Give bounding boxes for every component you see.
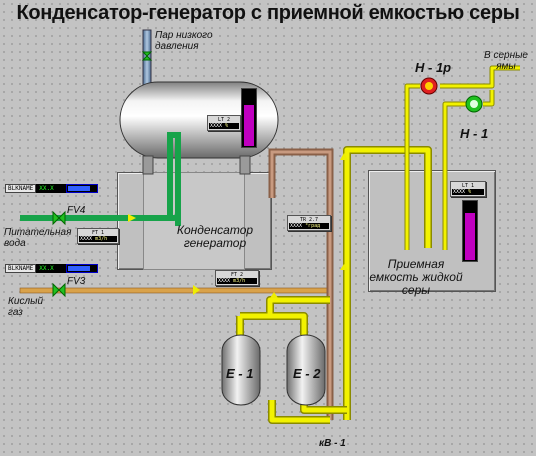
ft2-readout[interactable]: FT 2 XXXX m3/h: [215, 270, 259, 286]
lt1-readout[interactable]: LT 1 XXXX %: [450, 181, 486, 197]
pump-h1-label: Н - 1: [460, 126, 489, 141]
vessel-e2: [286, 334, 326, 406]
blkname-bar-1: [66, 184, 99, 193]
receiver-label: Приемная емкость жидкой серы: [369, 257, 463, 297]
to-pits-label: В серные ямы: [484, 50, 528, 72]
ft1-readout[interactable]: FT 1 XXXX m3/h: [77, 228, 119, 244]
receiver-level-fill: [465, 213, 475, 260]
fv4-valve-icon: [52, 210, 66, 226]
condenser-level-fill: [244, 105, 254, 146]
fv3-label: FV3: [67, 276, 86, 287]
blkname-bar-2: [66, 264, 99, 273]
feed-water-label: Питательная вода: [4, 227, 72, 249]
tr27-readout[interactable]: TR 2.7 XXXX °град: [287, 215, 331, 231]
steam-label: Пар низкого давления: [155, 30, 213, 52]
acid-gas-pipe: [19, 287, 333, 294]
e1-label: Е - 1: [226, 366, 254, 381]
fv3-valve-icon: [52, 282, 66, 298]
vessel-e1: [221, 334, 261, 406]
blkname-row-1[interactable]: BLKNAME XX.X: [5, 184, 99, 193]
page-title: Конденсатор-генератор с приемной емкость…: [16, 2, 520, 24]
blkname-row-2[interactable]: BLKNAME XX.X: [5, 264, 99, 273]
fv4-label: FV4: [67, 205, 86, 216]
condenser-label: Конденсатор генератор: [176, 223, 254, 250]
lt2-readout[interactable]: LT 2 XXXX %: [207, 115, 241, 131]
receiver-level-gauge: [462, 200, 478, 262]
condenser-level-gauge: [241, 88, 257, 148]
pump-h1r-label: Н - 1р: [415, 60, 452, 75]
acid-gas-label: Кислый газ: [8, 296, 44, 318]
drum: [119, 81, 279, 159]
steam-valve-icon: [141, 51, 153, 61]
kv1-label: кВ - 1: [319, 438, 346, 449]
e2-label: Е - 2: [293, 366, 321, 381]
